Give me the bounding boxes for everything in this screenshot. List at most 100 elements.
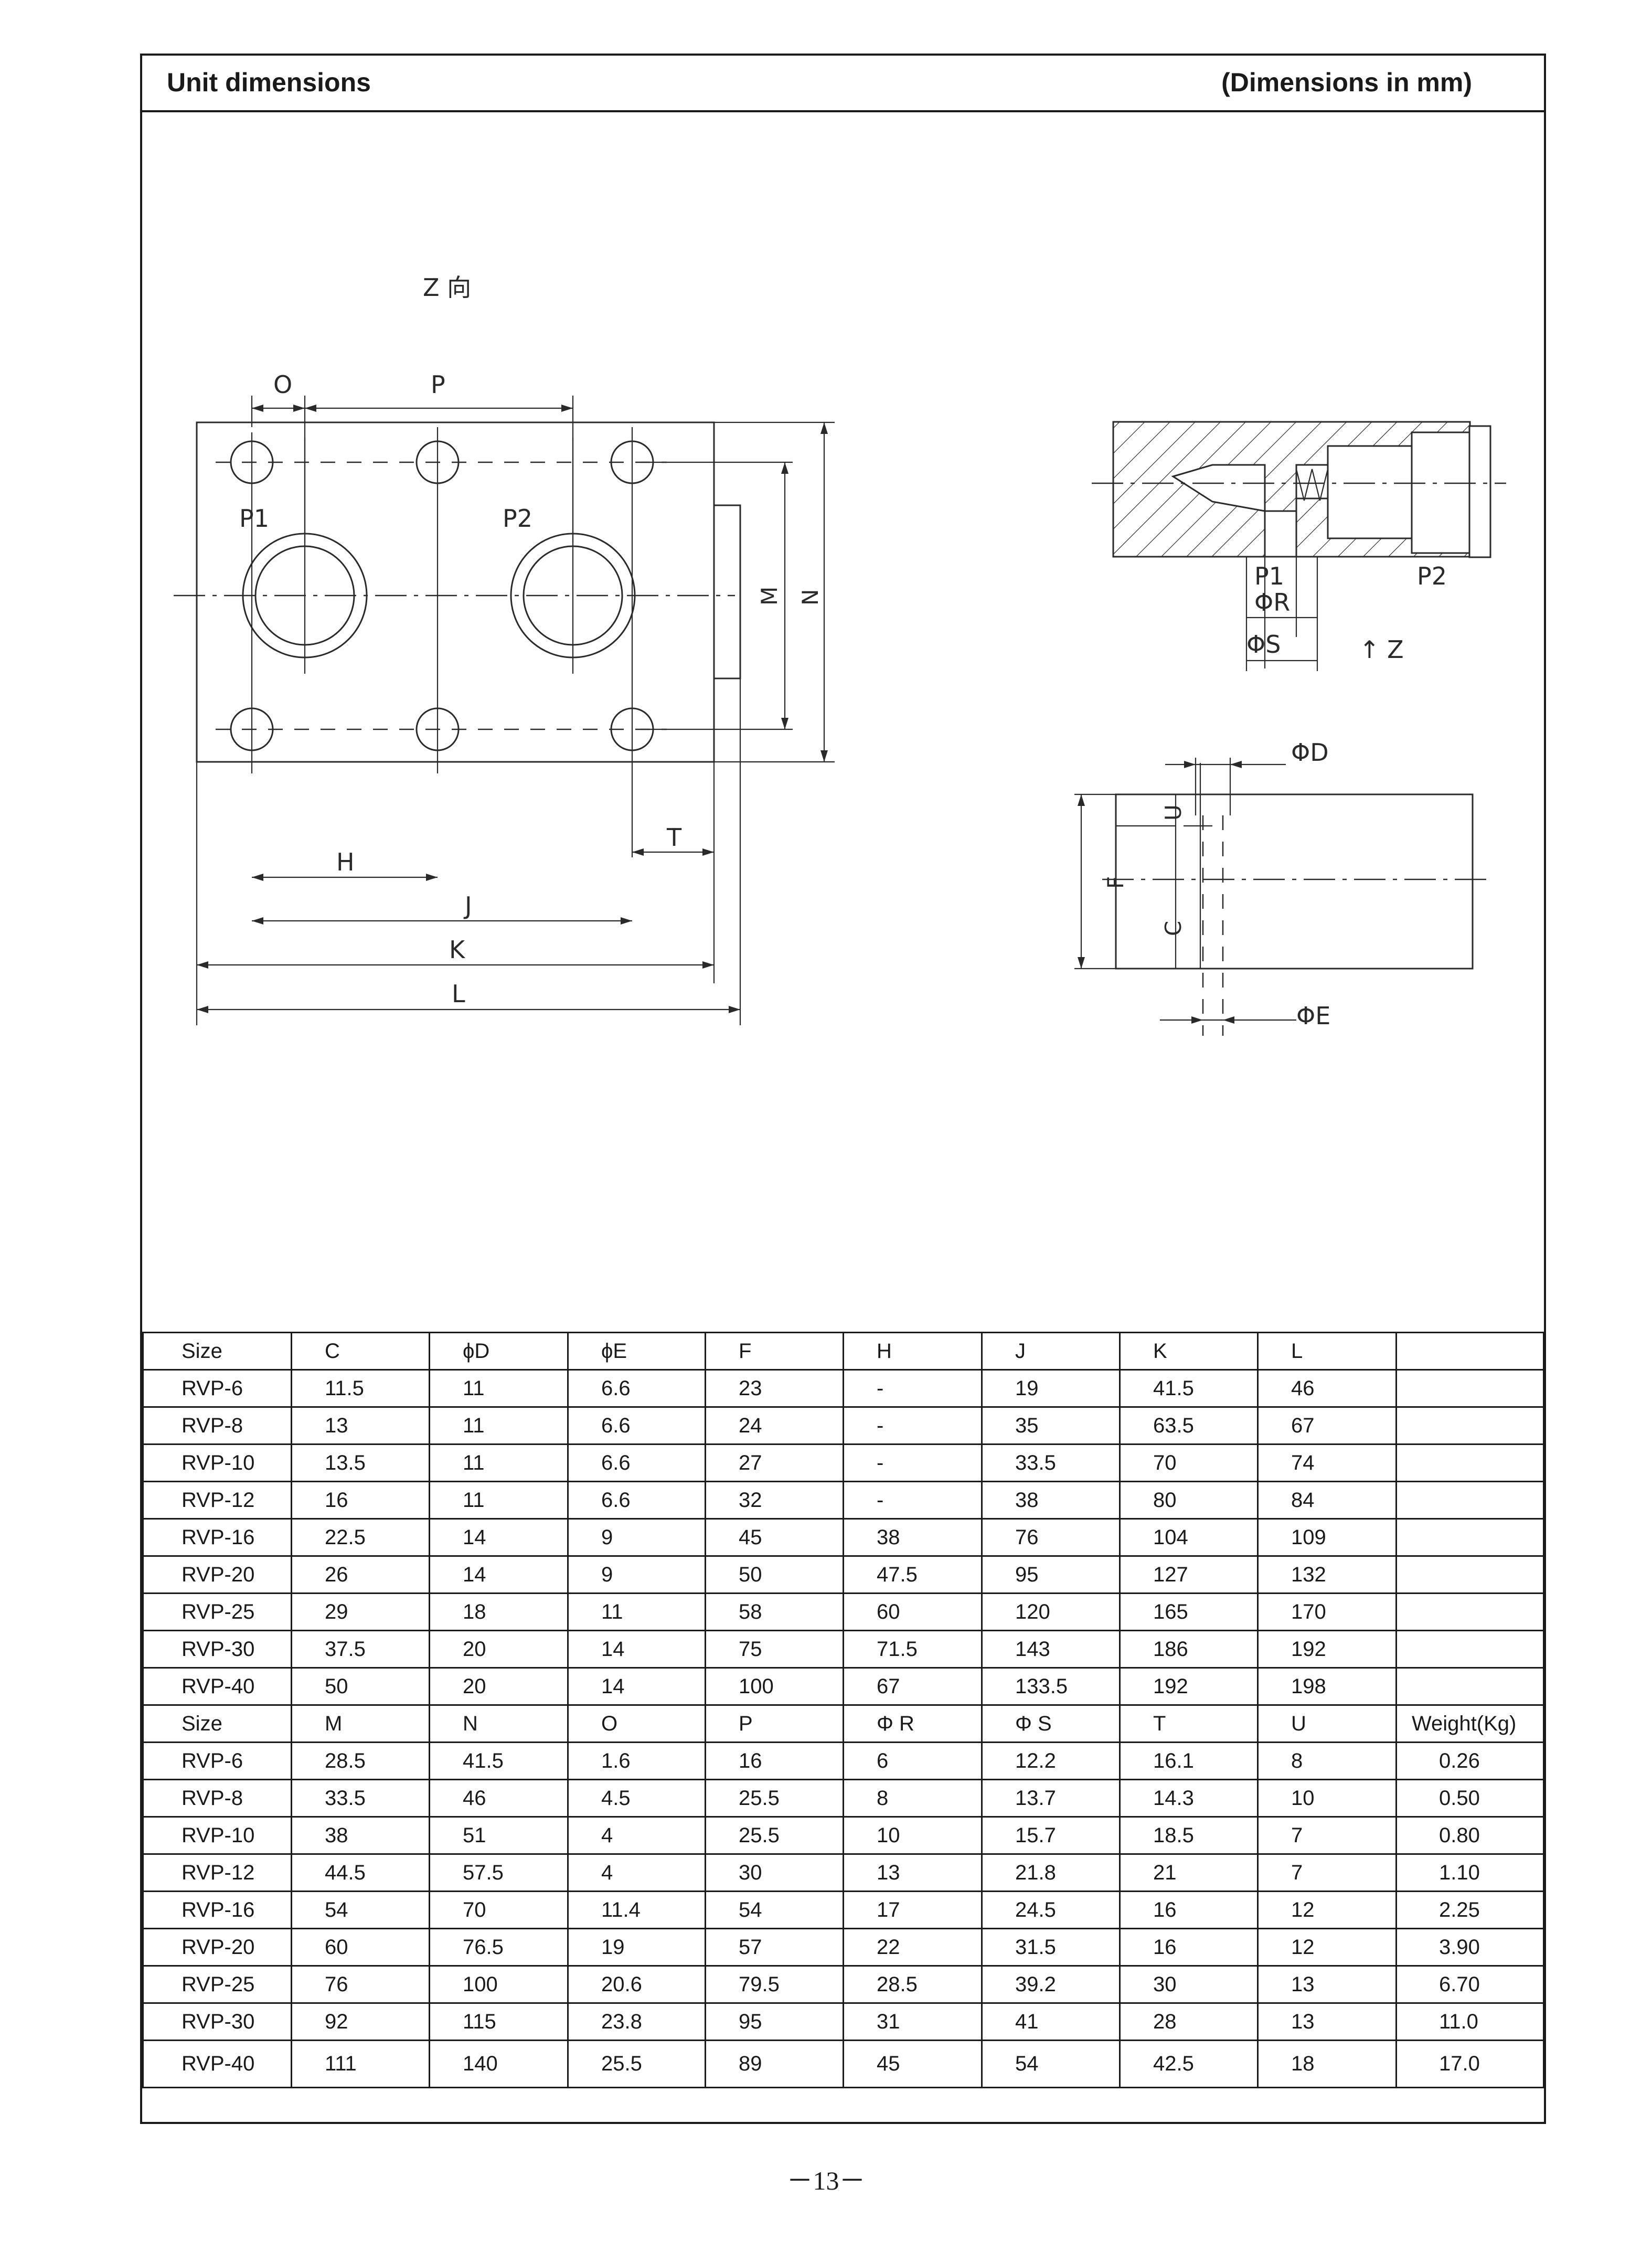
table-cell: 17.0: [1395, 2040, 1544, 2088]
table-cell: 29: [291, 1592, 430, 1631]
table-cell: 6: [843, 1741, 983, 1780]
table-cell: 6.6: [567, 1406, 706, 1445]
table-cell: 67: [843, 1667, 983, 1706]
table-cell: 28.5: [843, 1965, 983, 2004]
view-z-label: Z 向: [423, 273, 471, 302]
table-cell: 31: [843, 2002, 983, 2041]
table-cell: [1395, 1592, 1544, 1631]
table-cell: 57.5: [429, 1853, 569, 1892]
table-cell: 18.5: [1119, 1816, 1259, 1855]
table-header-cell: T: [1119, 1704, 1259, 1743]
table-cell: 23.8: [567, 2002, 706, 2041]
table-cell: 39.2: [981, 1965, 1121, 2004]
table-cell: 0.50: [1395, 1779, 1544, 1818]
side-view: ΦD ΦE F U C: [1074, 738, 1490, 1036]
table-cell: 41: [981, 2002, 1121, 2041]
table-cell: RVP-25: [142, 1965, 292, 2004]
table-cell: 25.5: [567, 2040, 706, 2088]
dim-label-n: N: [797, 589, 823, 606]
table-cell: 38: [981, 1481, 1121, 1520]
dim-label-k: K: [449, 936, 466, 964]
dim-label-t: T: [666, 823, 682, 852]
table-cell: 7: [1257, 1816, 1397, 1855]
table-cell: RVP-12: [142, 1481, 292, 1520]
table-cell: 95: [705, 2002, 844, 2041]
dim-label-phi-r: ΦR: [1254, 588, 1290, 617]
table-cell: -: [843, 1481, 983, 1520]
table-cell: 19: [567, 1928, 706, 1967]
table-cell: 132: [1257, 1555, 1397, 1594]
table-header-cell: ϕE: [567, 1332, 706, 1371]
dim-label-m: M: [756, 587, 782, 606]
table-cell: 20: [429, 1630, 569, 1669]
table-cell: 41.5: [429, 1741, 569, 1780]
table-cell: 89: [705, 2040, 844, 2088]
table-cell: 31.5: [981, 1928, 1121, 1967]
table-cell: 54: [705, 1890, 844, 1929]
table-cell: [1395, 1518, 1544, 1557]
table-header-cell: H: [843, 1332, 983, 1371]
table-cell: RVP-30: [142, 1630, 292, 1669]
table1-header-row: Size C ϕD ϕE F H J K L: [142, 1332, 1544, 1371]
table-header-cell: O: [567, 1704, 706, 1743]
table-cell: 11.0: [1395, 2002, 1544, 2041]
arrow-z-label: ↑ Z: [1359, 635, 1404, 664]
table-cell: 140: [429, 2040, 569, 2088]
table-cell: 60: [843, 1592, 983, 1631]
table-cell: RVP-30: [142, 2002, 292, 2041]
table-cell: 13: [843, 1853, 983, 1892]
table-cell: 38: [291, 1816, 430, 1855]
table-cell: 11: [429, 1369, 569, 1408]
table-cell: 46: [429, 1779, 569, 1818]
table-cell: RVP-20: [142, 1555, 292, 1594]
table-header-cell: M: [291, 1704, 430, 1743]
table-header-cell: U: [1257, 1704, 1397, 1743]
table-cell: 22: [843, 1928, 983, 1967]
table-cell: 100: [429, 1965, 569, 2004]
table-cell: 11.5: [291, 1369, 430, 1408]
table-cell: 13: [291, 1406, 430, 1445]
table-cell: 74: [1257, 1443, 1397, 1482]
section-label-p2: P2: [1417, 562, 1447, 590]
table-cell: RVP-12: [142, 1853, 292, 1892]
table-cell: RVP-16: [142, 1890, 292, 1929]
table-cell: 57: [705, 1928, 844, 1967]
table-cell: 104: [1119, 1518, 1259, 1557]
table-cell: [1395, 1443, 1544, 1482]
table-cell: 95: [981, 1555, 1121, 1594]
table-cell: 32: [705, 1481, 844, 1520]
table-cell: 192: [1119, 1667, 1259, 1706]
table-cell: 63.5: [1119, 1406, 1259, 1445]
table-cell: 21.8: [981, 1853, 1121, 1892]
table-cell: 76: [291, 1965, 430, 2004]
table-cell: 6.6: [567, 1443, 706, 1482]
dim-label-h: H: [336, 848, 355, 876]
table-cell: 11: [429, 1481, 569, 1520]
table-cell: 14: [429, 1555, 569, 1594]
section-header: Unit dimensions (Dimensions in mm): [142, 56, 1544, 112]
table-cell: 109: [1257, 1518, 1397, 1557]
table-cell: 18: [429, 1592, 569, 1631]
table-cell: 25.5: [705, 1779, 844, 1818]
table-cell: [1395, 1481, 1544, 1520]
table2-header-row: Size M N O P Φ R Φ S T U Weight(Kg): [142, 1704, 1544, 1743]
table-cell: 13.7: [981, 1779, 1121, 1818]
dim-label-c: C: [1160, 921, 1186, 936]
table-cell: 10: [1257, 1779, 1397, 1818]
table-header-cell: F: [705, 1332, 844, 1371]
table-cell: RVP-16: [142, 1518, 292, 1557]
section-label-p1: P1: [1254, 562, 1284, 590]
table-cell: 54: [291, 1890, 430, 1929]
table-cell: 18: [1257, 2040, 1397, 2088]
table-cell: 7: [1257, 1853, 1397, 1892]
table-cell: 41.5: [1119, 1369, 1259, 1408]
table-cell: 42.5: [1119, 2040, 1259, 2088]
table-cell: 13.5: [291, 1443, 430, 1482]
table-cell: 100: [705, 1667, 844, 1706]
table-cell: 17: [843, 1890, 983, 1929]
table-cell: RVP-8: [142, 1406, 292, 1445]
